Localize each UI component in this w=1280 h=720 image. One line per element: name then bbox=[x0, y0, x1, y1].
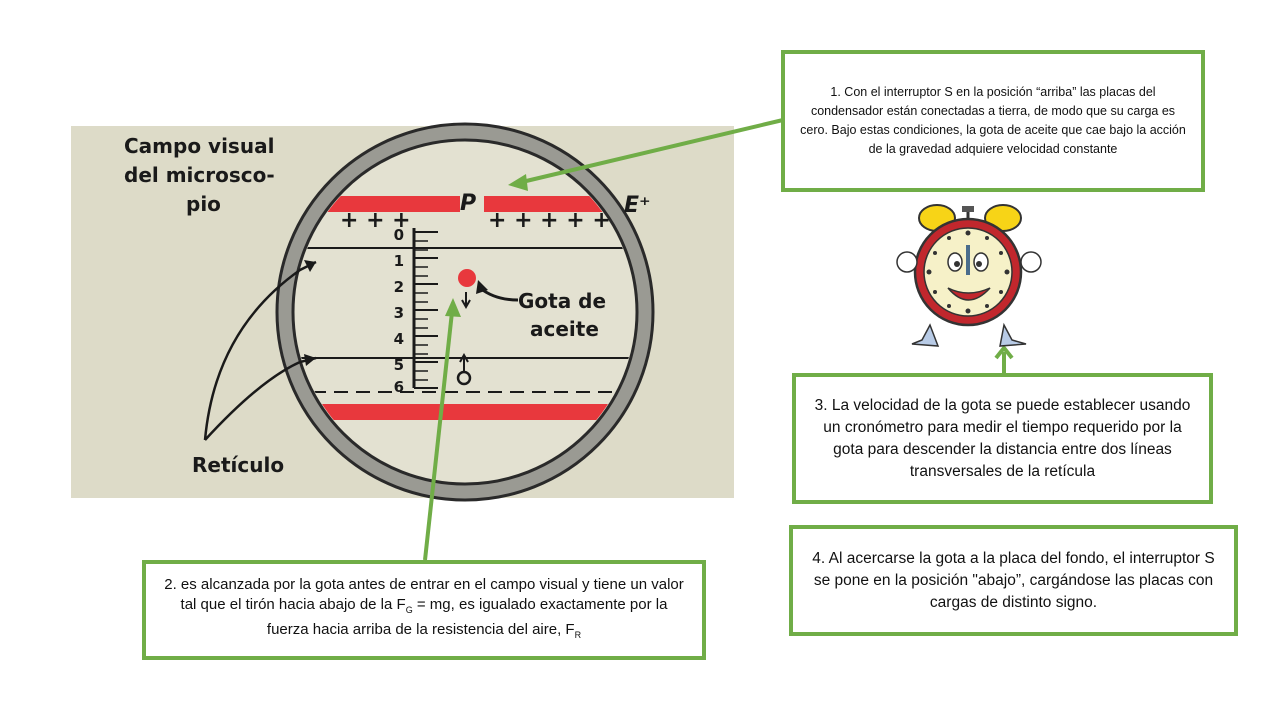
callout-box-4: 4. Al acercarse la gota a la placa del f… bbox=[789, 525, 1238, 636]
callout-arrows bbox=[423, 118, 1006, 561]
callout-2-text-a: 2. es alcanzada por la gota antes de ent… bbox=[164, 576, 684, 613]
callout-box-1: 1. Con el interruptor S en la posición “… bbox=[781, 50, 1205, 192]
callout-3-text: 3. La velocidad de la gota se puede esta… bbox=[814, 396, 1191, 480]
drop-label-line2: aceite bbox=[530, 317, 599, 341]
figure-title-line3: pio bbox=[186, 192, 221, 216]
figure-title-line1: Campo visual bbox=[124, 134, 274, 158]
reticle-label: Retículo bbox=[192, 453, 284, 477]
down-arrow-icon bbox=[461, 292, 471, 310]
scale-number: 2 bbox=[394, 278, 404, 296]
arrow-box1 bbox=[521, 118, 784, 184]
subscript-r: R bbox=[574, 630, 582, 640]
bottom-plate bbox=[295, 404, 635, 420]
reticle-pointer bbox=[204, 356, 317, 441]
oil-drop bbox=[458, 269, 476, 287]
positive-charges-right: + + + + + bbox=[488, 208, 611, 233]
subscript-g: G bbox=[405, 605, 413, 615]
arrow-head-box3 bbox=[994, 344, 1014, 360]
scale-number: 5 bbox=[394, 356, 404, 374]
reticle-pointer bbox=[203, 260, 317, 441]
arrow-head-box1 bbox=[508, 174, 528, 191]
field-label: E⁺ bbox=[624, 193, 651, 218]
reticle-pointer-head bbox=[304, 354, 316, 366]
callout-2-text: 2. es alcanzada por la gota antes de ent… bbox=[160, 575, 688, 645]
figure-title-line2: del microsco- bbox=[124, 163, 275, 187]
callout-2-text-b: = mg, es igualado exactamente por la fue… bbox=[266, 596, 668, 638]
drop-pointer-head bbox=[476, 280, 488, 294]
measurement-scale bbox=[412, 228, 438, 389]
scale-number: 4 bbox=[394, 330, 404, 348]
reticle-pointer-head bbox=[304, 260, 316, 272]
scale-number: 6 bbox=[394, 378, 404, 396]
up-arrow-icon bbox=[459, 352, 469, 372]
microscope-field: 0 1 2 3 4 5 6 + + + + + + + + bbox=[275, 122, 655, 502]
positive-charges-left: + + + bbox=[340, 208, 411, 233]
callout-box-3: 3. La velocidad de la gota se puede esta… bbox=[792, 373, 1213, 504]
arrow-box2 bbox=[423, 311, 454, 561]
callout-4-text: 4. Al acercarse la gota a la placa del f… bbox=[812, 549, 1215, 611]
arrow-head-box2 bbox=[445, 298, 461, 317]
scale-number: 3 bbox=[394, 304, 404, 322]
scale-number: 0 bbox=[394, 226, 404, 244]
drop-label-line1: Gota de bbox=[518, 289, 606, 313]
alarm-clock-icon bbox=[896, 204, 1042, 347]
callout-1-text: 1. Con el interruptor S en la posición “… bbox=[800, 85, 1186, 156]
plate-label: P bbox=[460, 191, 476, 216]
scale-number: 1 bbox=[394, 252, 404, 270]
callout-box-2: 2. es alcanzada por la gota antes de ent… bbox=[142, 560, 706, 660]
